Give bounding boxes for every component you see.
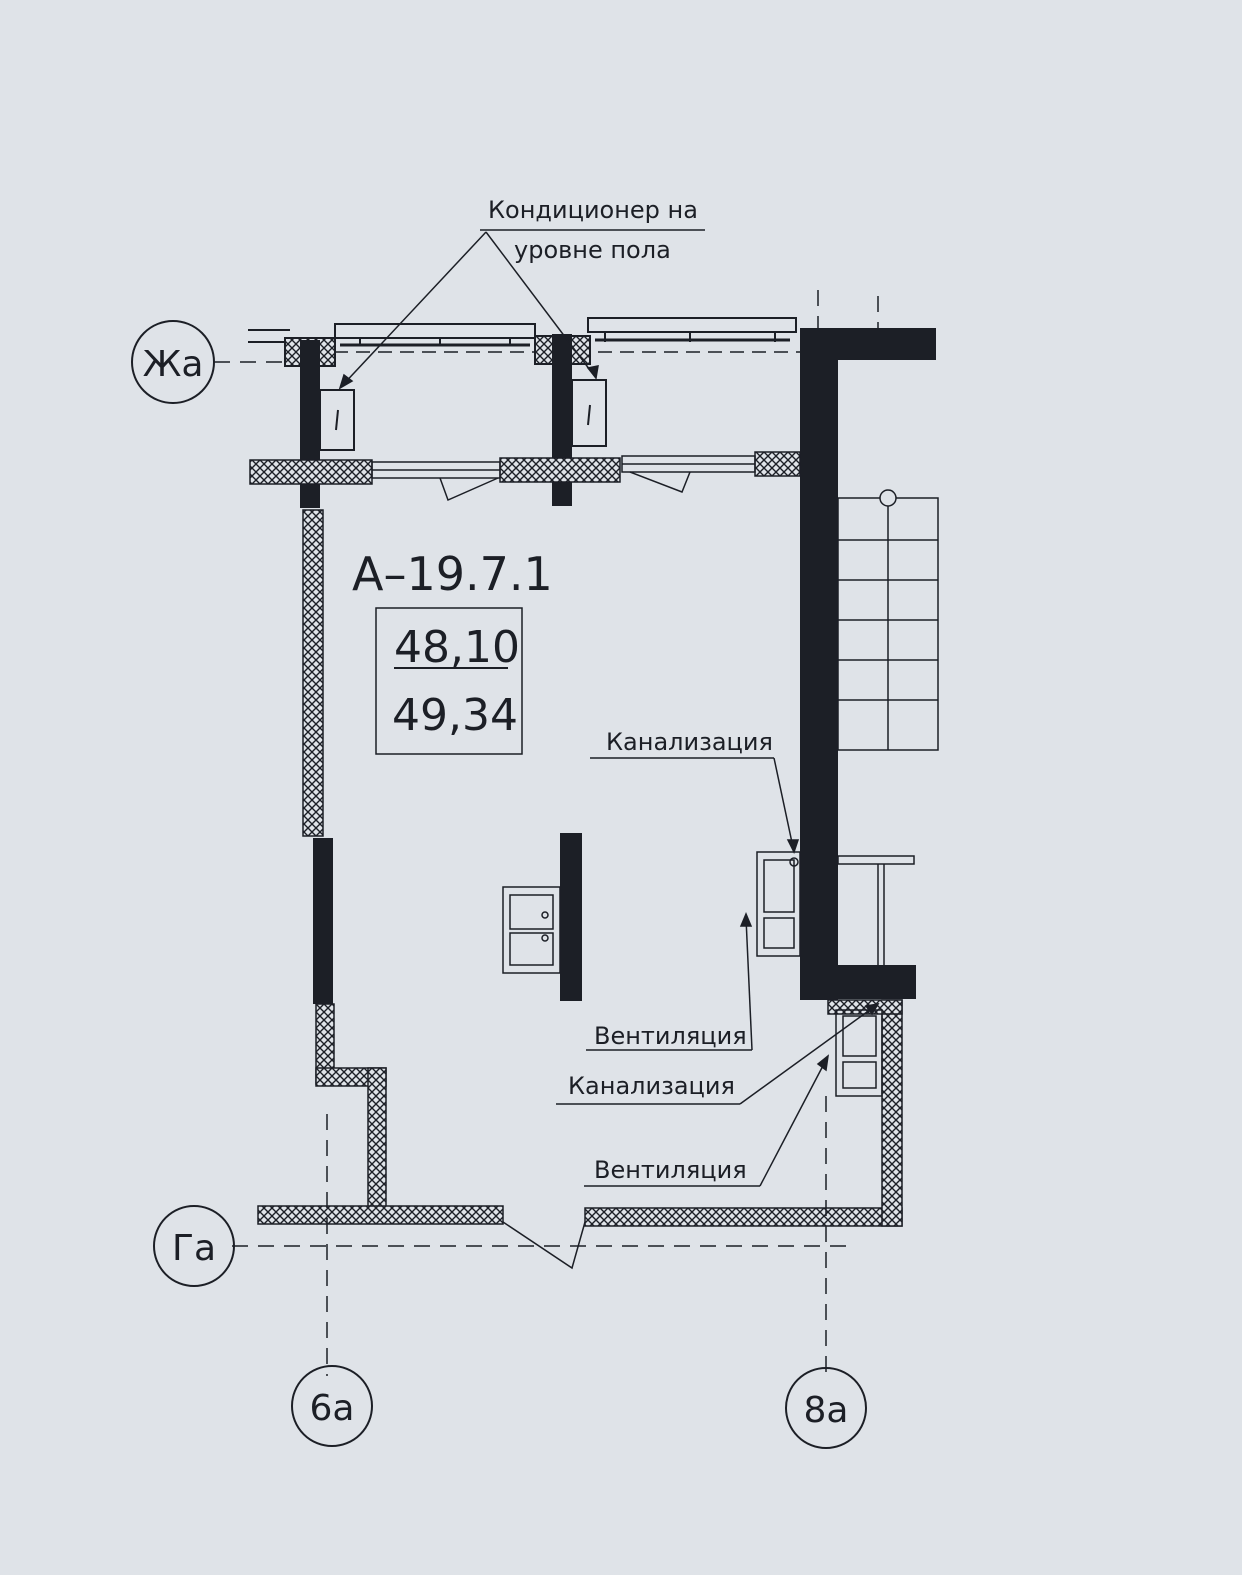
axis-label-zha: Жа [143, 344, 204, 385]
axis-bubble-zha [131, 320, 215, 404]
axis-bubble-6a [291, 1365, 373, 1447]
balcony-niche [837, 855, 915, 965]
unit-code: А–19.7.1 [352, 547, 553, 601]
callout-leaders [338, 229, 880, 1187]
area-living: 48,10 [394, 622, 520, 673]
callout-vent-bottom: Вентиляция [594, 1156, 747, 1184]
axis-lines [214, 290, 879, 1376]
axis-label-8a: 8а [804, 1390, 849, 1431]
callout-ac-line2: уровне пола [514, 236, 671, 264]
staircase [837, 489, 939, 751]
axis-label-ga: Га [172, 1228, 216, 1269]
axis-label-6a: 6а [310, 1388, 355, 1429]
kitchen-sink [502, 886, 561, 974]
entrance-door [502, 1221, 586, 1270]
solid-walls [300, 328, 936, 1004]
area-box [375, 607, 523, 755]
hatched-walls [249, 451, 903, 1227]
axis-bubble-ga [153, 1205, 235, 1287]
callout-ac-line1: Кондиционер на [488, 196, 698, 224]
area-total: 49,34 [392, 690, 518, 741]
callout-vent-mid: Вентиляция [594, 1022, 747, 1050]
axis-bubble-8a [785, 1367, 867, 1449]
callout-sewer-bottom: Канализация [568, 1072, 735, 1100]
wc-fixture-upper [756, 851, 801, 957]
windows-and-doors [371, 455, 756, 1270]
callout-sewer-top: Канализация [606, 728, 773, 756]
wc-fixture-lower [835, 1009, 883, 1097]
